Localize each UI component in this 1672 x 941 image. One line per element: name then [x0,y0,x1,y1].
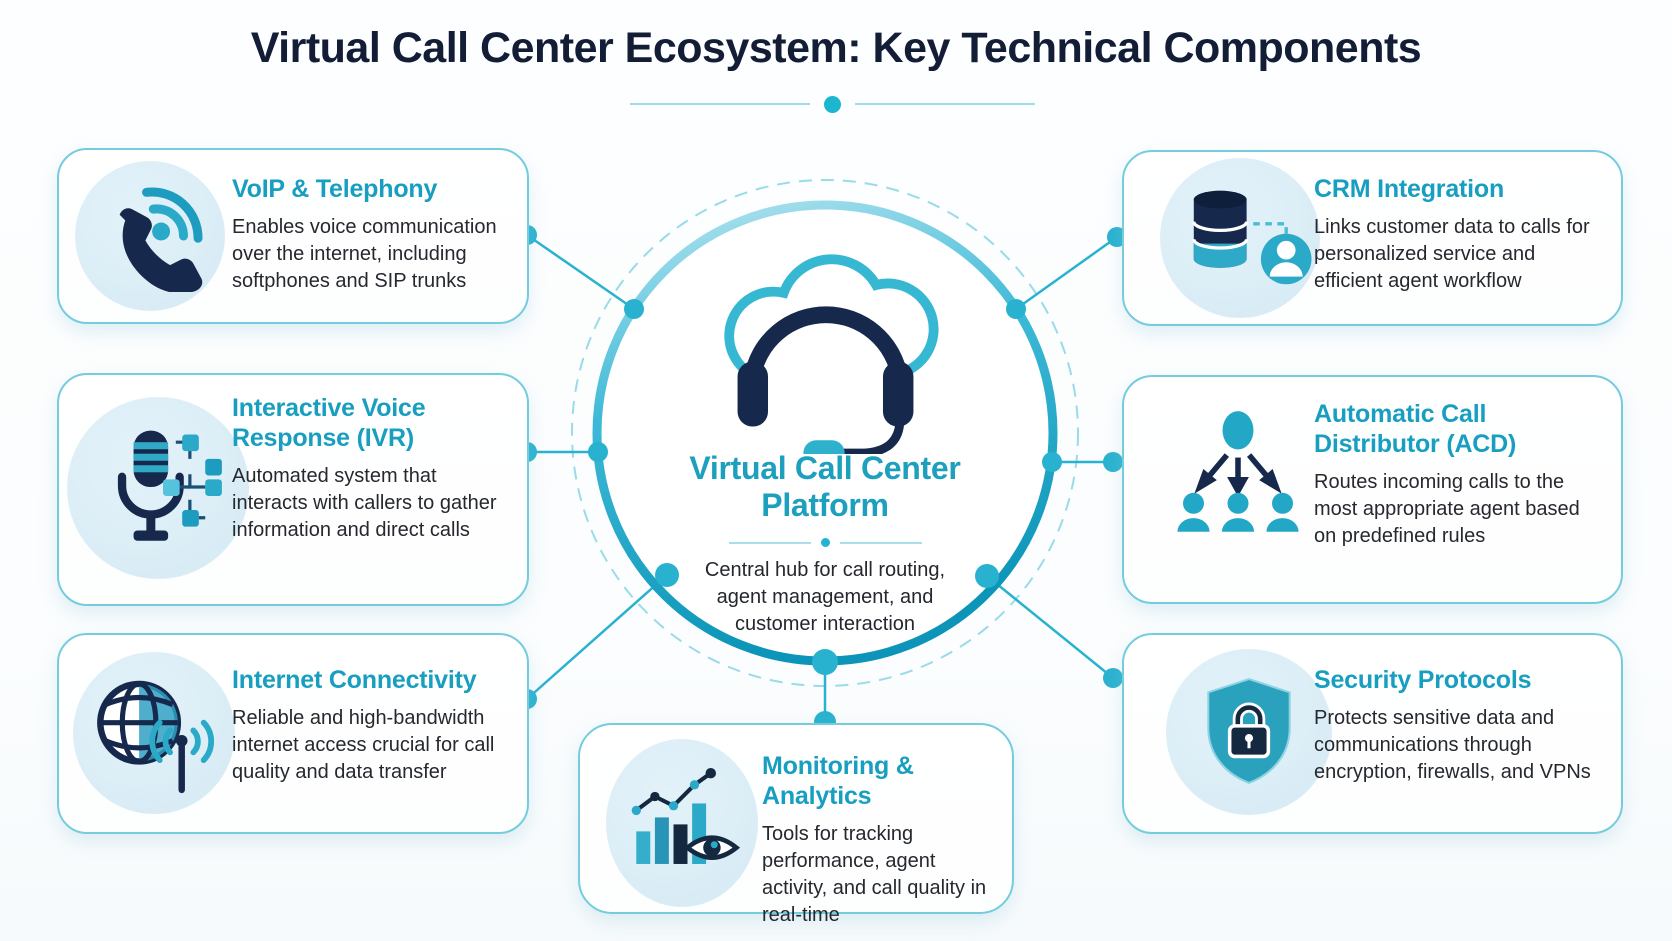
card-ivr: Interactive Voice Response (IVR) Automat… [57,373,529,606]
hub-description: Central hub for call routing, agent mana… [704,559,946,635]
card-security-protocols: Security Protocols Protects sensitive da… [1122,633,1623,834]
card-title: Security Protocols [1314,666,1532,694]
card-monitoring-analytics: Monitoring & Analytics Tools for trackin… [578,723,1014,926]
card-internet-connectivity: Internet Connectivity Reliable and high-… [57,633,529,834]
card-voip-telephony: VoIP & Telephony Enables voice communica… [57,148,529,324]
card-title: Monitoring & Analytics [762,752,914,810]
hub-platform: Virtual Call Center Platform Central hub… [655,228,995,638]
card-crm-integration: CRM Integration Links customer data to c… [1122,150,1623,326]
card-title: Interactive Voice Response (IVR) [232,394,426,452]
database-user-icon [1192,190,1312,285]
globe-antenna-icon [97,680,215,794]
shield-lock-icon [1207,678,1291,784]
card-description: Protects sensitive data and communicatio… [1314,707,1591,783]
card-description: Automated system that interacts with cal… [232,465,497,541]
hub-title: Virtual Call Center Platform [689,450,961,523]
hub-divider-dot [820,538,830,547]
divider-dot [823,95,841,113]
connector-lines [526,233,1118,722]
card-description: Reliable and high-bandwidth internet acc… [232,707,495,783]
card-title: CRM Integration [1314,175,1505,203]
phone-wifi-icon [119,187,203,292]
card-acd: Automatic Call Distributor (ACD) Routes … [1122,375,1623,604]
call-distribution-icon [1177,411,1299,532]
card-title: VoIP & Telephony [232,175,438,203]
card-title: Internet Connectivity [232,666,477,694]
card-description: Routes incoming calls to the most approp… [1314,471,1580,547]
page-title: Virtual Call Center Ecosystem: Key Techn… [250,24,1422,72]
card-description: Enables voice communication over the int… [232,216,497,292]
cloud-headset-icon [724,254,939,454]
hub-divider [728,538,922,547]
card-description: Tools for tracking performance, agent ac… [762,823,987,926]
title-divider [612,95,1052,113]
card-description: Links customer data to calls for persona… [1314,216,1590,292]
microphone-flowchart-icon [117,430,222,541]
chart-eye-icon [631,767,741,864]
card-title: Automatic Call Distributor (ACD) [1314,400,1517,458]
